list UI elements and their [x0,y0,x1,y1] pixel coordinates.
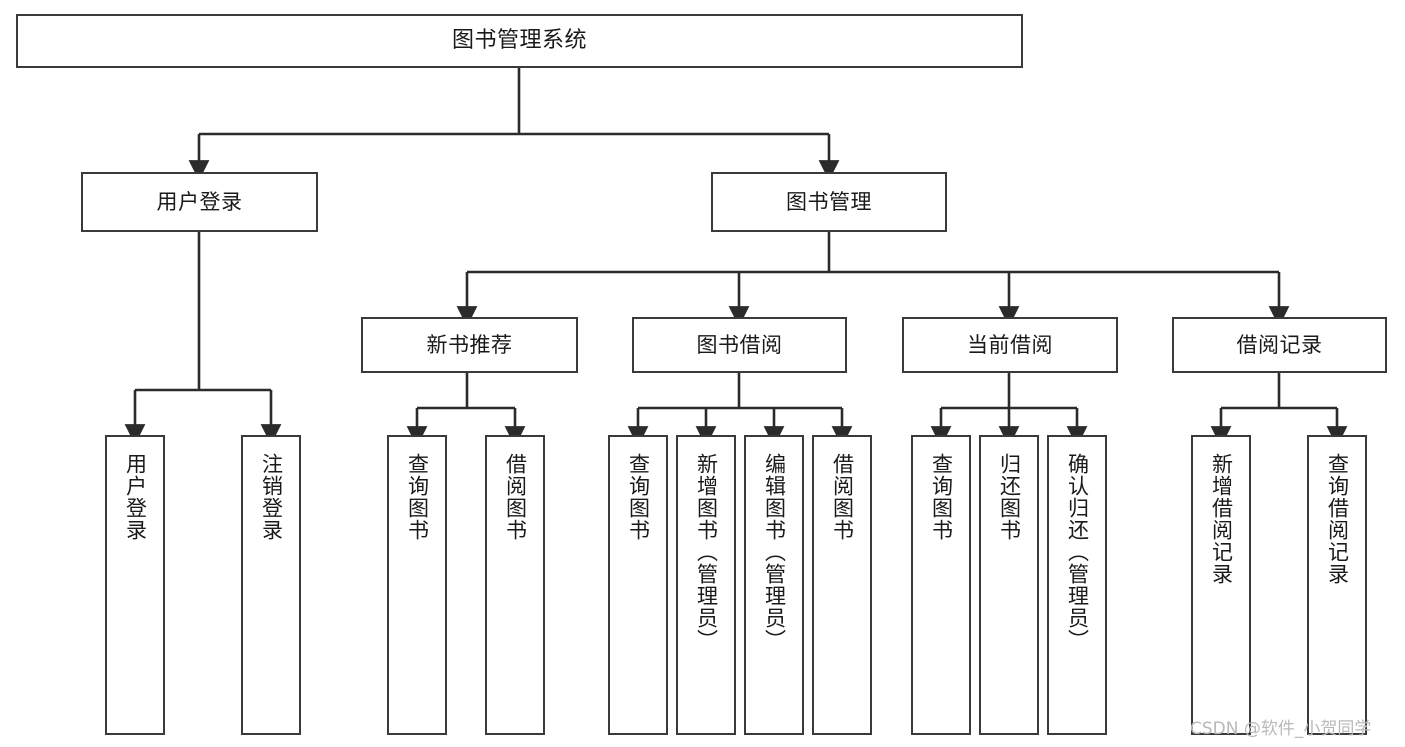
node-leaf-add-record[interactable]: 新增借阅记录 [1191,435,1251,735]
node-leaf-add-record-label: 新增借阅记录 [1209,453,1234,585]
node-leaf-query-book-1-label: 查询图书 [405,453,430,541]
node-leaf-return-book-label: 归还图书 [997,453,1022,541]
node-leaf-confirm-return-label: 确认归还（管理员） [1065,453,1090,651]
node-leaf-user-login[interactable]: 用户登录 [105,435,165,735]
node-leaf-query-book-2[interactable]: 查询图书 [608,435,668,735]
node-root-label: 图书管理系统 [451,28,587,54]
node-book-borrow[interactable]: 图书借阅 [632,317,847,373]
node-leaf-query-book-3-label: 查询图书 [929,453,954,541]
node-current-borrow-label: 当前借阅 [967,332,1053,357]
node-leaf-query-book-1[interactable]: 查询图书 [387,435,447,735]
node-leaf-logout-login-label: 注销登录 [259,453,284,541]
node-book-borrow-label: 图书借阅 [696,332,783,357]
node-leaf-edit-book[interactable]: 编辑图书（管理员） [744,435,804,735]
node-leaf-query-book-2-label: 查询图书 [626,453,651,541]
node-leaf-borrow-book-1-label: 借阅图书 [503,453,528,541]
node-leaf-add-book-label: 新增图书（管理员） [694,453,719,651]
node-leaf-borrow-book-1[interactable]: 借阅图书 [485,435,545,735]
node-borrow-record[interactable]: 借阅记录 [1172,317,1387,373]
node-leaf-query-record-label: 查询借阅记录 [1325,453,1350,585]
node-leaf-logout-login[interactable]: 注销登录 [241,435,301,735]
node-leaf-query-record[interactable]: 查询借阅记录 [1307,435,1367,735]
node-leaf-query-book-3[interactable]: 查询图书 [911,435,971,735]
node-leaf-return-book[interactable]: 归还图书 [979,435,1039,735]
node-leaf-borrow-book-2[interactable]: 借阅图书 [812,435,872,735]
node-user-login-label: 用户登录 [156,189,243,214]
node-leaf-confirm-return[interactable]: 确认归还（管理员） [1047,435,1107,735]
node-current-borrow[interactable]: 当前借阅 [902,317,1118,373]
node-new-book-recommend-label: 新书推荐 [426,332,513,357]
node-book-manage[interactable]: 图书管理 [711,172,947,232]
csdn-watermark: CSDN @软件_小贺同学 [1190,719,1372,739]
node-leaf-edit-book-label: 编辑图书（管理员） [762,453,787,651]
node-leaf-add-book[interactable]: 新增图书（管理员） [676,435,736,735]
node-root[interactable]: 图书管理系统 [16,14,1023,68]
node-leaf-user-login-label: 用户登录 [123,453,148,541]
node-book-manage-label: 图书管理 [786,189,872,214]
node-new-book-recommend[interactable]: 新书推荐 [361,317,578,373]
node-user-login[interactable]: 用户登录 [81,172,318,232]
node-borrow-record-label: 借阅记录 [1236,332,1323,357]
node-leaf-borrow-book-2-label: 借阅图书 [830,453,855,541]
